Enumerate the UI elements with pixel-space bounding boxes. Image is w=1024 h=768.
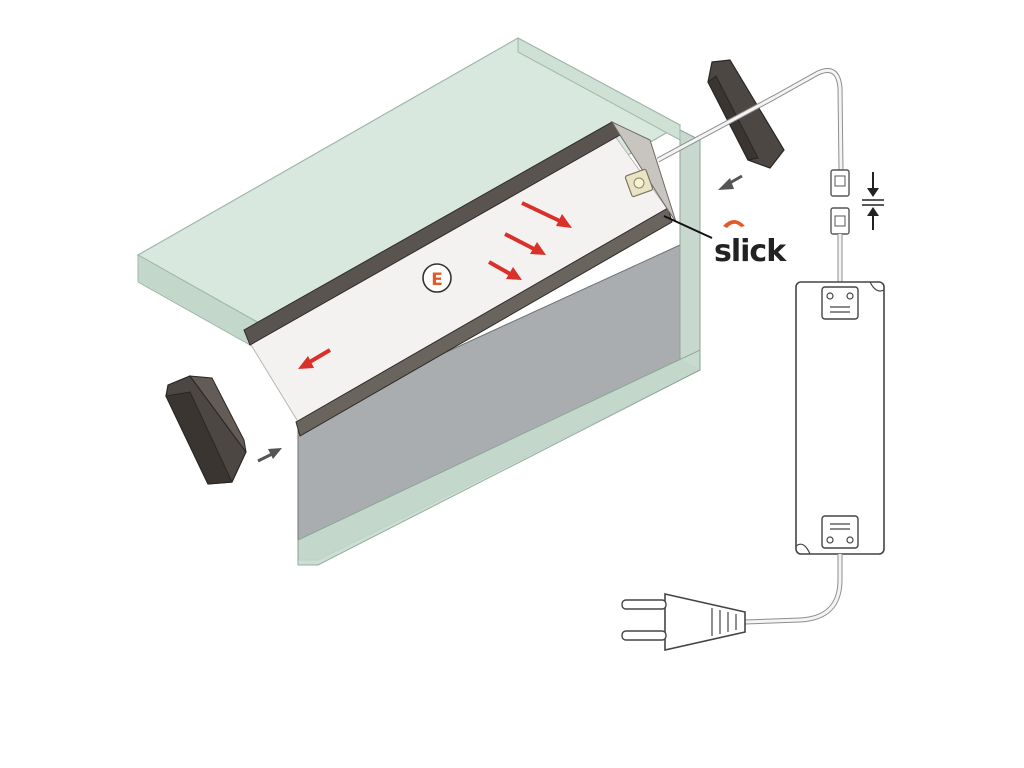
brand-accent-swoosh	[723, 220, 745, 228]
led-chip-dot	[633, 177, 645, 189]
connector-top	[830, 169, 850, 197]
wall-panel-lower-edge	[297, 349, 701, 566]
red-arrow-2-arrow-icon	[504, 232, 546, 255]
connector-icon	[830, 169, 884, 235]
psu-mount-notch-bottom	[795, 543, 811, 555]
red-arrows	[298, 201, 572, 369]
red-arrow-3-arrow-icon	[488, 260, 522, 280]
brand-text: slick	[714, 234, 787, 269]
connector-bottom-detail	[834, 215, 846, 227]
led-profile	[243, 120, 677, 437]
cable-profile-to-cap-core	[657, 95, 776, 162]
plug-pin-bottom	[621, 630, 667, 641]
cable-to-plug	[744, 554, 843, 625]
connect-arrows-icon	[862, 172, 884, 230]
plug-pin-top	[621, 599, 667, 610]
profile-bottom-rail	[295, 207, 673, 437]
plug-body	[664, 593, 746, 651]
connector-top-detail	[834, 175, 846, 187]
e-marker-ring	[422, 263, 452, 293]
e-marker-label: E	[431, 270, 443, 290]
brand-pointer-line	[663, 215, 713, 239]
glass-shelf-side-edge	[517, 37, 681, 141]
psu-terminal-bottom	[821, 515, 859, 549]
cable-cap-to-connector	[773, 68, 844, 171]
psu-terminal-top	[821, 286, 859, 320]
cabinet-wall	[297, 129, 701, 566]
wall-panel-side	[679, 129, 701, 371]
red-arrow-1-arrow-icon	[521, 201, 572, 228]
left-end-cap-tab	[188, 375, 247, 453]
cable	[656, 68, 844, 171]
left-end-cap-face	[165, 391, 233, 485]
e-marker: E	[422, 263, 452, 293]
psu-body	[795, 281, 885, 555]
glass-shelf	[136, 37, 682, 373]
power-supply-icon	[795, 281, 885, 555]
right-gray-arrow-icon	[718, 174, 743, 190]
connector-bottom	[830, 207, 850, 235]
left-gray-arrow-icon	[257, 448, 282, 463]
plug-icon	[621, 593, 746, 651]
brand-logo: slick	[714, 220, 788, 269]
red-arrow-4-arrow-icon	[298, 348, 332, 369]
left-end-cap-icon	[165, 375, 247, 485]
cable-cap-to-connector-core	[774, 69, 843, 171]
psu-mount-notch-top	[869, 281, 885, 292]
